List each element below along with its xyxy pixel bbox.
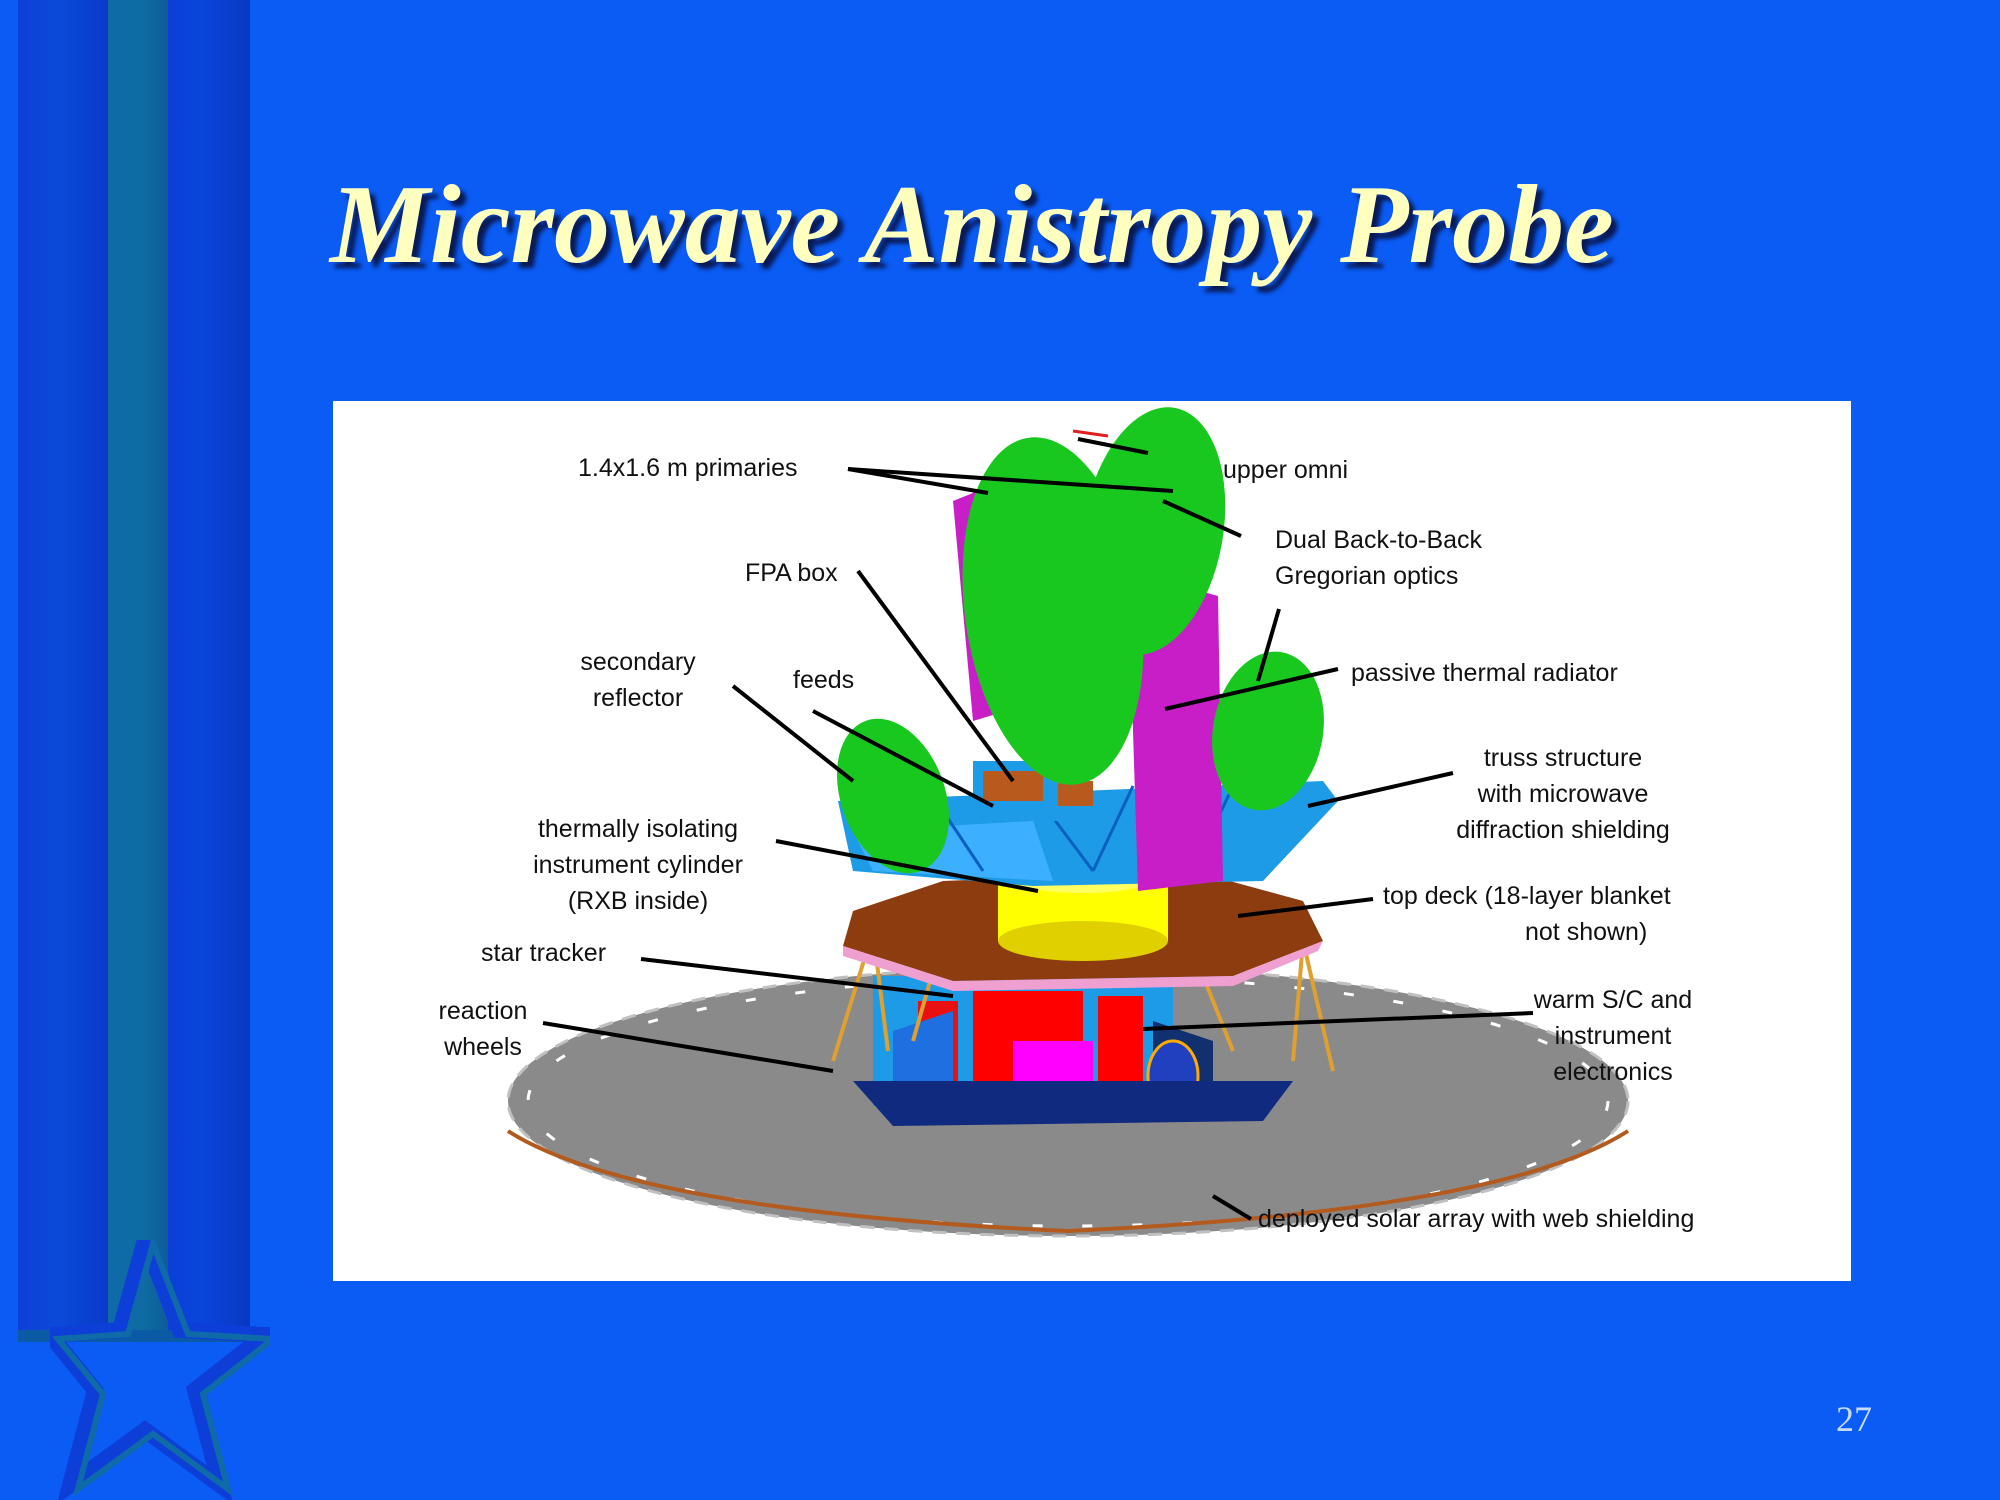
label-solar-array: deployed solar array with web shielding: [1258, 1205, 1695, 1233]
secondary-reflector-left: [836, 718, 950, 874]
label-truss-2: with microwave: [1477, 780, 1649, 808]
label-gregorian-1: Dual Back-to-Back: [1275, 526, 1483, 554]
spacecraft-diagram: 1.4x1.6 m primaries upper omni Dual Back…: [333, 401, 1851, 1281]
label-gregorian-2: Gregorian optics: [1275, 562, 1459, 590]
label-top-deck-2: not shown): [1525, 918, 1648, 946]
spacecraft-illustration: [506, 407, 1630, 1238]
label-reaction-1: reaction: [438, 997, 528, 1025]
label-electronics-3: electronics: [1553, 1058, 1673, 1086]
label-secondary-2: reflector: [592, 684, 684, 712]
decor-bar-left: [18, 0, 108, 1330]
decor-bar-right: [168, 0, 250, 1330]
label-fpa-box: FPA box: [745, 559, 838, 587]
label-star-tracker: star tracker: [481, 939, 607, 967]
label-cylinder-3: (RXB inside): [567, 887, 709, 915]
label-truss-1: truss structure: [1483, 744, 1643, 772]
label-cylinder-1: thermally isolating: [537, 815, 739, 843]
primary-reflector-right: [1080, 407, 1226, 655]
label-secondary-1: secondary: [580, 648, 696, 676]
slide-title: Microwave Anistropy Probe: [330, 163, 1614, 287]
page-number: 27: [1836, 1399, 1872, 1439]
label-truss-3: diffraction shielding: [1456, 816, 1670, 844]
label-radiator: passive thermal radiator: [1351, 659, 1618, 687]
label-primaries: 1.4x1.6 m primaries: [578, 454, 798, 482]
decor-bar-middle: [108, 0, 168, 1330]
label-feeds: feeds: [793, 666, 855, 694]
label-upper-omni: upper omni: [1223, 456, 1349, 484]
label-electronics-1: warm S/C and: [1533, 986, 1693, 1014]
label-top-deck-1: top deck (18-layer blanket: [1383, 882, 1671, 910]
label-reaction-2: wheels: [444, 1033, 522, 1061]
star-icon: [50, 1240, 270, 1500]
label-electronics-2: instrument: [1554, 1022, 1672, 1050]
label-cylinder-2: instrument cylinder: [533, 851, 743, 879]
